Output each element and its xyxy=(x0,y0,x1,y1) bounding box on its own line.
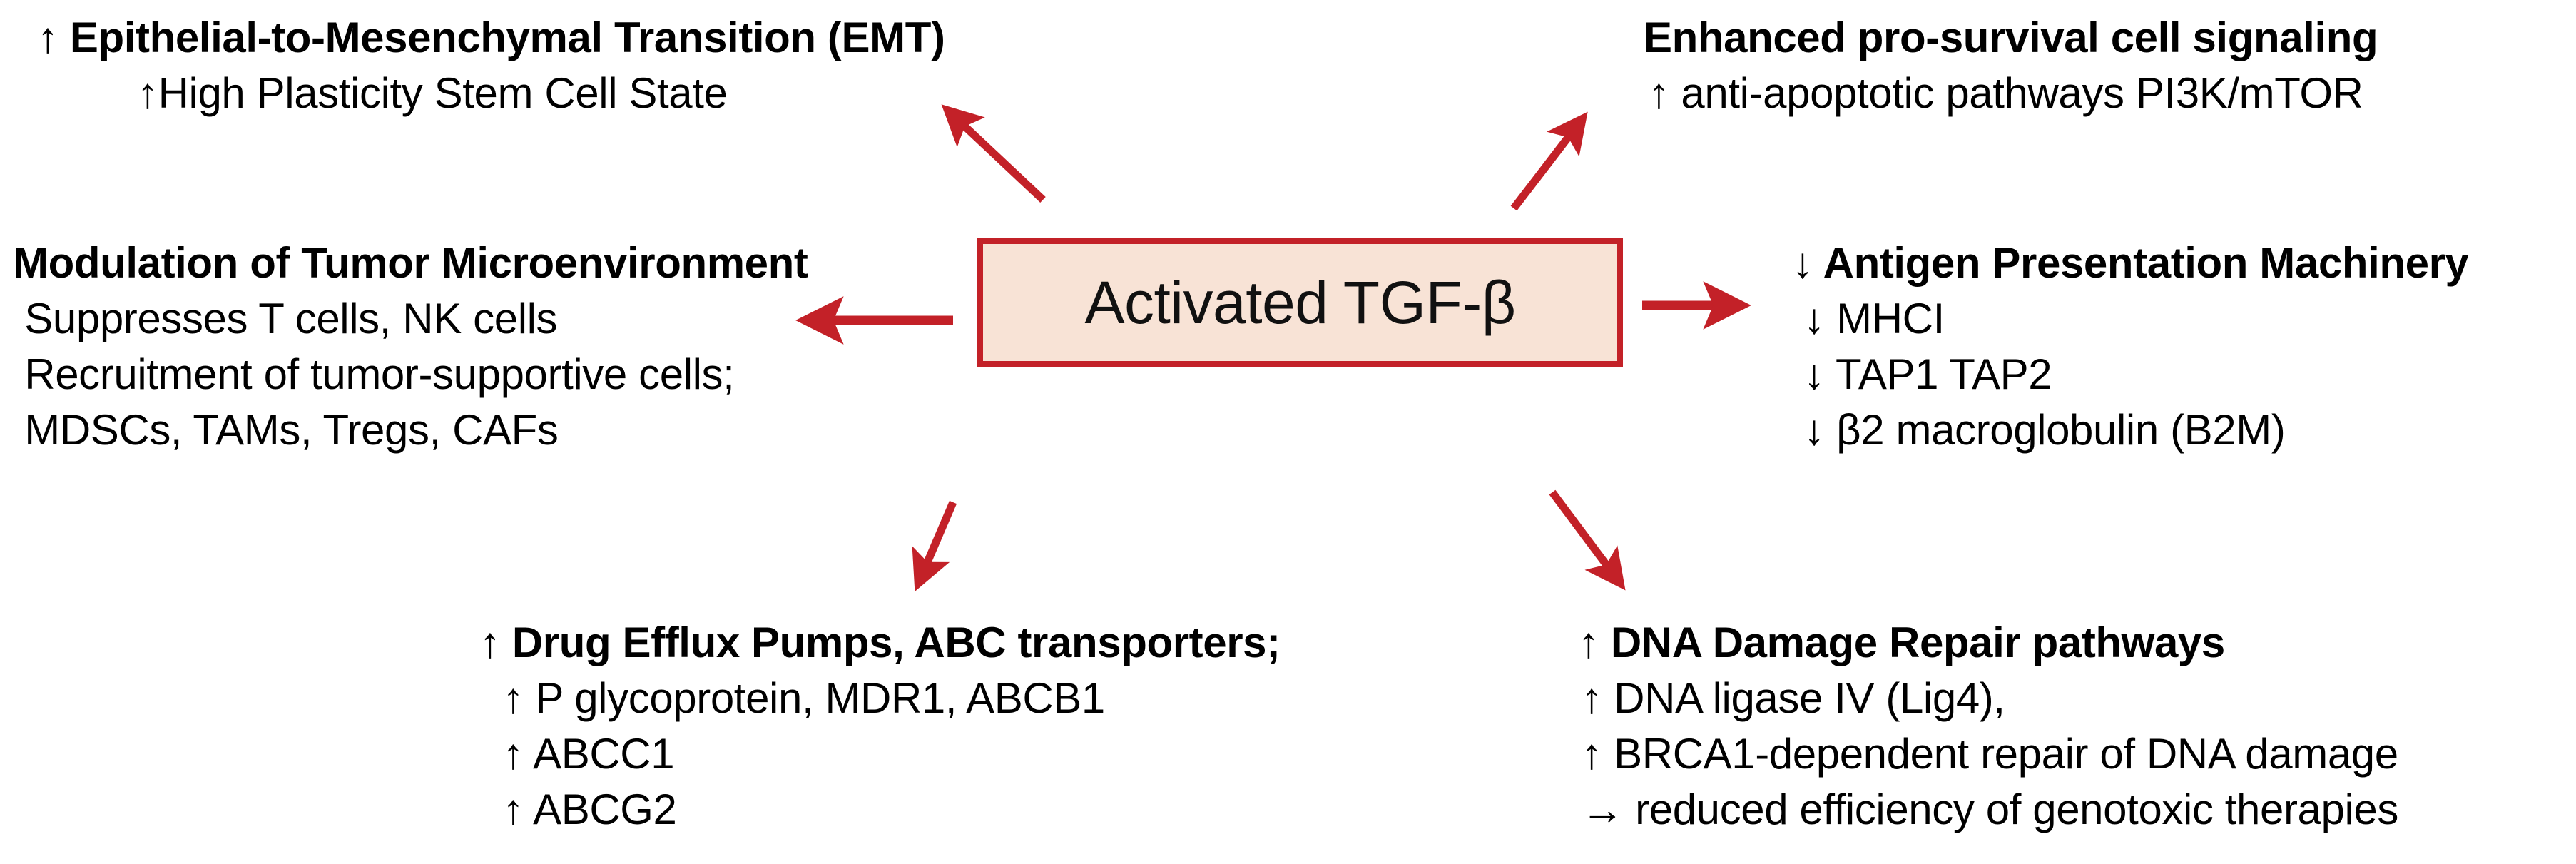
block-drug-efflux-pumps: ↑ Drug Efflux Pumps, ABC transporters; ↑… xyxy=(479,615,1281,838)
block-tme-line-1: Suppresses T cells, NK cells xyxy=(13,295,558,342)
block-dna-line-1: ↑ DNA ligase IV (Lig4), xyxy=(1569,674,2005,722)
arrow-to-prosurvival xyxy=(1510,111,1588,211)
block-antigen-heading: ↓ Antigen Presentation Machinery xyxy=(1792,239,2469,287)
block-emt-heading: ↑ Epithelial-to-Mesenchymal Transition (… xyxy=(37,14,945,61)
block-tme-line-2: Recruitment of tumor-supportive cells; xyxy=(13,350,735,398)
arrow-to-efflux xyxy=(912,500,957,592)
block-antigen-line-3: ↓ β2 macroglobulin (B2M) xyxy=(1792,406,2286,454)
block-antigen-presentation-machinery: ↓ Antigen Presentation Machinery ↓ MHCI … xyxy=(1792,235,2469,458)
arrow-to-emt xyxy=(941,104,1046,203)
arrow-to-dna xyxy=(1549,489,1626,591)
block-tumor-microenvironment: Modulation of Tumor Microenvironment Sup… xyxy=(13,235,808,458)
block-dna-line-3: → reduced efficiency of genotoxic therap… xyxy=(1569,786,2398,833)
block-pro-survival-signaling: Enhanced pro-survival cell signaling ↑ a… xyxy=(1625,10,2378,121)
block-antigen-line-2: ↓ TAP1 TAP2 xyxy=(1792,350,2052,398)
block-emt: ↑ Epithelial-to-Mesenchymal Transition (… xyxy=(37,10,945,121)
block-efflux-line-3: ↑ ABCG2 xyxy=(479,786,677,833)
block-emt-line-1: ↑High Plasticity Stem Cell State xyxy=(137,69,728,117)
block-efflux-heading: ↑ Drug Efflux Pumps, ABC transporters; xyxy=(479,619,1281,666)
center-node-activated-tgf-beta[interactable]: Activated TGF-β xyxy=(977,238,1623,367)
block-dna-damage-repair: ↑ DNA Damage Repair pathways ↑ DNA ligas… xyxy=(1569,615,2398,838)
block-tme-line-3: MDSCs, TAMs, Tregs, CAFs xyxy=(13,406,559,454)
block-efflux-line-1: ↑ P glycoprotein, MDR1, ABCB1 xyxy=(479,674,1106,722)
block-pro-survival-line-1: ↑ anti-apoptotic pathways PI3K/mTOR xyxy=(1625,69,2363,117)
block-pro-survival-heading: Enhanced pro-survival cell signaling xyxy=(1644,14,2378,61)
center-node-label: Activated TGF-β xyxy=(1084,268,1516,336)
block-dna-line-2: ↑ BRCA1-dependent repair of DNA damage xyxy=(1569,730,2398,778)
block-tme-heading: Modulation of Tumor Microenvironment xyxy=(13,239,808,287)
block-dna-heading: ↑ DNA Damage Repair pathways xyxy=(1578,619,2225,666)
block-antigen-line-1: ↓ MHCI xyxy=(1792,295,1945,342)
block-efflux-line-2: ↑ ABCC1 xyxy=(479,730,675,778)
